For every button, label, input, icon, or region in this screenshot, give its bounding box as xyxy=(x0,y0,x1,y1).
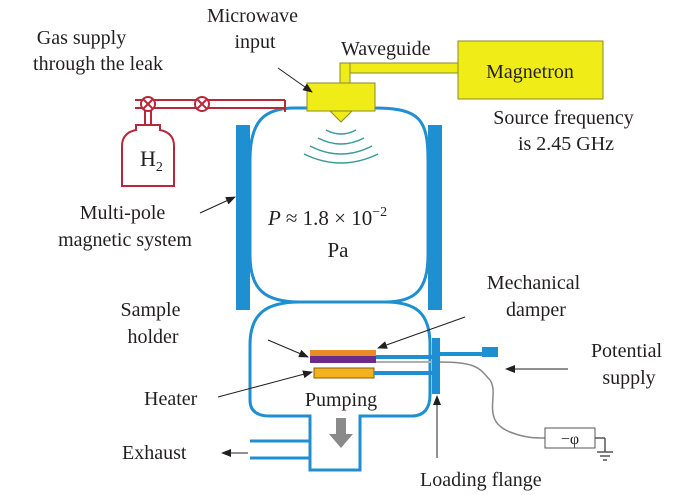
potential-supply-label: Potential supply xyxy=(591,340,667,389)
sample-holder-label: Sample holder xyxy=(121,299,186,348)
magnetron-box xyxy=(457,40,604,100)
sample-holder-bar xyxy=(310,356,376,363)
gas-cylinder-label: H2 xyxy=(140,146,163,175)
magnet-right xyxy=(428,125,442,310)
pumping-arrow xyxy=(329,418,353,448)
microwave-input-block xyxy=(306,82,376,112)
loading-flange xyxy=(432,338,440,394)
loading-flange-label: Loading flange xyxy=(420,469,542,491)
upper-chamber xyxy=(248,106,430,304)
ground-icon xyxy=(597,438,613,461)
valve-icon xyxy=(194,96,210,112)
gas-supply-label: Gas supply through the leak xyxy=(33,27,163,75)
pointer-sample-holder xyxy=(267,339,309,358)
heater-block xyxy=(313,367,375,379)
lower-chamber xyxy=(248,300,432,472)
pressure-unit-label: Pa xyxy=(328,238,350,262)
exhaust-label: Exhaust xyxy=(122,442,187,464)
pumping-label: Pumping xyxy=(305,389,377,411)
magnetron-label: Magnetron xyxy=(486,61,574,83)
pointer-microwave xyxy=(277,67,313,93)
potential-wire xyxy=(439,361,546,439)
pointer-multipole xyxy=(199,196,236,214)
valve-icon xyxy=(140,96,156,112)
pointer-damper xyxy=(377,316,466,349)
mechanical-damper-label: Mechanical damper xyxy=(487,272,585,321)
magnet-left xyxy=(236,125,250,310)
waveguide-label: Waveguide xyxy=(341,38,431,60)
waveguide-vertical xyxy=(339,62,351,86)
pressure-label: P≈ 1.8 × 10−2 xyxy=(267,205,387,230)
source-frequency-label: Source frequency is 2.45 GHz xyxy=(493,107,639,155)
gas-line xyxy=(135,99,286,125)
microwave-emitter xyxy=(328,110,354,123)
microwave-input-label: Microwave input xyxy=(207,5,303,53)
sample-top-plate xyxy=(310,350,376,356)
phi-source-label: −φ xyxy=(561,431,579,448)
damper-handle xyxy=(482,347,498,357)
waveguide-horizontal xyxy=(339,62,461,74)
pointer-heater xyxy=(217,370,313,398)
heater-label: Heater xyxy=(144,388,198,410)
multipole-label: Multi-pole magnetic system xyxy=(58,202,192,251)
gas-cylinder xyxy=(121,124,175,187)
damper-rod xyxy=(440,352,482,356)
microwave-waves xyxy=(303,129,379,164)
